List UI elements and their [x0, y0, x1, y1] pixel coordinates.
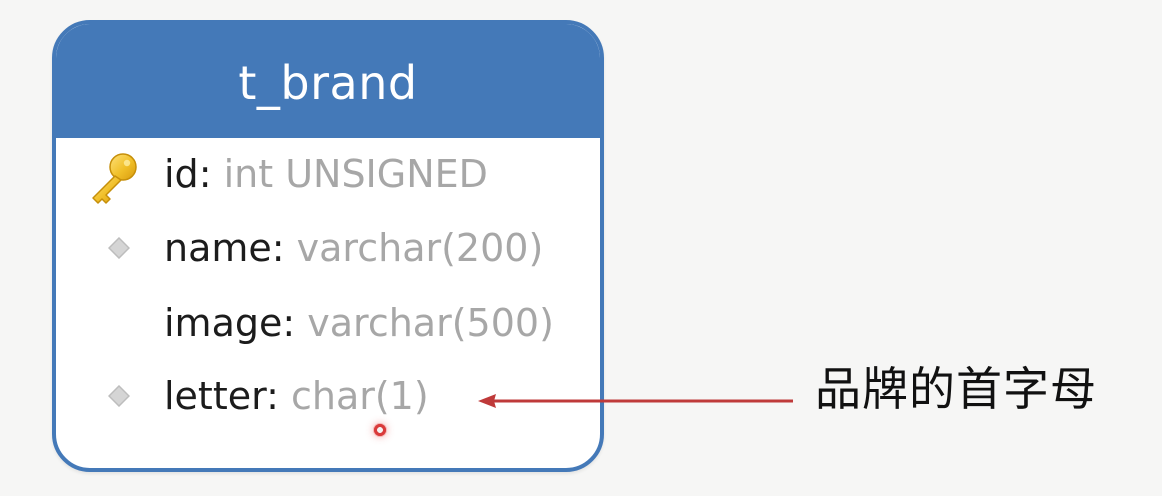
field-name-id: id [164, 152, 199, 196]
field-type-letter: char(1) [278, 374, 429, 418]
field-separator: : [271, 226, 285, 270]
field-separator: : [282, 301, 296, 345]
table-header: t_brand [56, 24, 600, 138]
table-card-t-brand: t_brand id: int UNSIGNED [52, 20, 604, 472]
key-icon [92, 153, 137, 204]
field-row-name: name: varchar(200) [56, 222, 600, 274]
field-name-name: name [164, 226, 272, 270]
annotation-label: 品牌的首字母 [815, 362, 1097, 416]
field-separator: : [198, 152, 212, 196]
field-row-letter: letter: char(1) [56, 370, 600, 422]
pointer-highlight [373, 423, 387, 437]
field-name-letter: letter [164, 374, 267, 418]
field-type-id: int UNSIGNED [211, 152, 488, 196]
field-type-image: varchar(500) [295, 301, 554, 345]
diamond-icon [108, 237, 130, 259]
field-separator: : [266, 374, 279, 418]
annotation-arrow [478, 394, 793, 408]
table-title: t_brand [238, 56, 418, 110]
diamond-icon [108, 385, 130, 407]
field-name-image: image [164, 301, 283, 345]
field-row-image: image: varchar(500) [56, 297, 600, 349]
field-row-id: id: int UNSIGNED [56, 148, 600, 204]
field-type-name: varchar(200) [284, 226, 544, 270]
